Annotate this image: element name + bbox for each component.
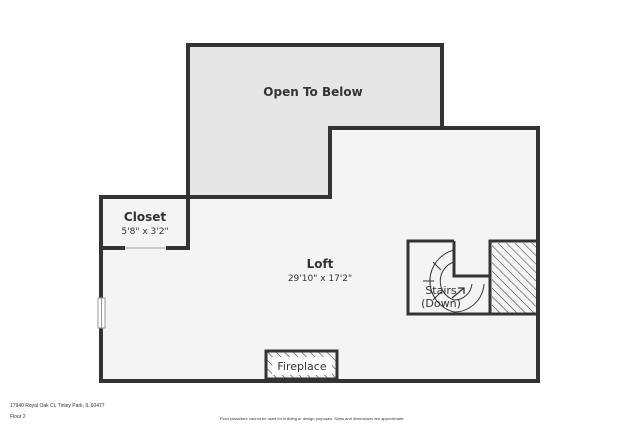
fireplace-label: Fireplace bbox=[277, 360, 326, 373]
fireplace bbox=[264, 349, 339, 381]
stairs-direction-label: (Down) bbox=[421, 297, 461, 310]
closet-dimensions: 5'8" x 3'2" bbox=[121, 227, 168, 237]
walls bbox=[99, 43, 540, 383]
address-text: 17940 Royal Oak Ct, Tinley Park, IL 6047… bbox=[10, 403, 105, 409]
floor-label: Floor 2 bbox=[10, 414, 26, 420]
stairs-arrow-icon bbox=[451, 287, 465, 299]
loft-label: Loft bbox=[307, 257, 334, 271]
open-to-below-label: Open To Below bbox=[263, 85, 362, 99]
disclaimer-text: Floor plans/tour cannot be used for buil… bbox=[220, 416, 405, 421]
loft-floor bbox=[101, 128, 538, 381]
closet-label: Closet bbox=[124, 210, 166, 224]
hatched-shaft bbox=[492, 243, 536, 313]
stairs-label: Stairs bbox=[425, 284, 457, 297]
stairs-icon bbox=[423, 249, 485, 313]
loft-dimensions: 29'10" x 17'2" bbox=[288, 274, 352, 284]
window bbox=[97, 297, 106, 329]
